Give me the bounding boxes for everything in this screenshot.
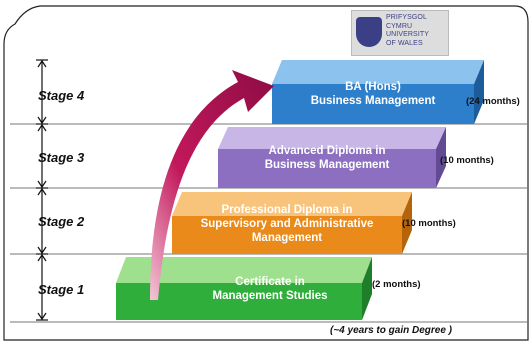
step-1-block [116,257,372,320]
footnote: (~4 years to gain Degree ) [330,325,452,336]
logo-line: PRIFYSGOL [386,14,427,21]
step-1-line-2: Management Studies [212,290,328,302]
step-2-block [172,192,412,254]
step-3-block [218,127,446,188]
step-4-line-1: BA (Hons) [345,81,401,93]
step-2-title: Professional Diploma in Supervisory and … [172,203,402,245]
step-2-line-1: Professional Diploma in [221,204,353,216]
logo-line: OF WALES [386,39,423,47]
step-2-duration: (10 months) [402,218,456,229]
step-1-title: Certificate in Management Studies [178,275,362,303]
step-1-line-1: Certificate in [235,276,305,288]
step-4-block [272,60,484,124]
step-3-line-2: Business Management [264,159,390,171]
step-3-title: Advanced Diploma in Business Management [218,144,436,172]
logo-text: PRIFYSGOL CYMRU UNIVERSITY OF WALES [386,14,446,48]
step-1-duration: (2 months) [372,279,421,290]
step-3-line-1: Advanced Diploma in [268,145,386,157]
stage-4-label: Stage 4 [38,88,85,103]
university-seal-icon [356,17,382,47]
stage-3-label: Stage 3 [38,150,85,165]
stage-brackets [36,59,48,321]
logo-line: CYMRU [386,22,413,30]
step-3-duration: (10 months) [440,155,494,166]
step-4-title: BA (Hons) Business Management [272,80,474,108]
logo-line: UNIVERSITY [386,31,430,38]
step-4-line-2: Business Management [310,95,436,107]
stage-1-label: Stage 1 [38,282,85,297]
step-2-line-2: Supervisory and Administrative [200,218,374,230]
diagram-frame [3,5,529,341]
stage-2-label: Stage 2 [38,214,85,229]
step-2-line-3: Management [251,232,323,244]
university-logo: PRIFYSGOL CYMRU UNIVERSITY OF WALES [351,10,449,56]
progression-arrow-icon [150,70,274,300]
step-4-duration: (24 months) [466,96,520,107]
